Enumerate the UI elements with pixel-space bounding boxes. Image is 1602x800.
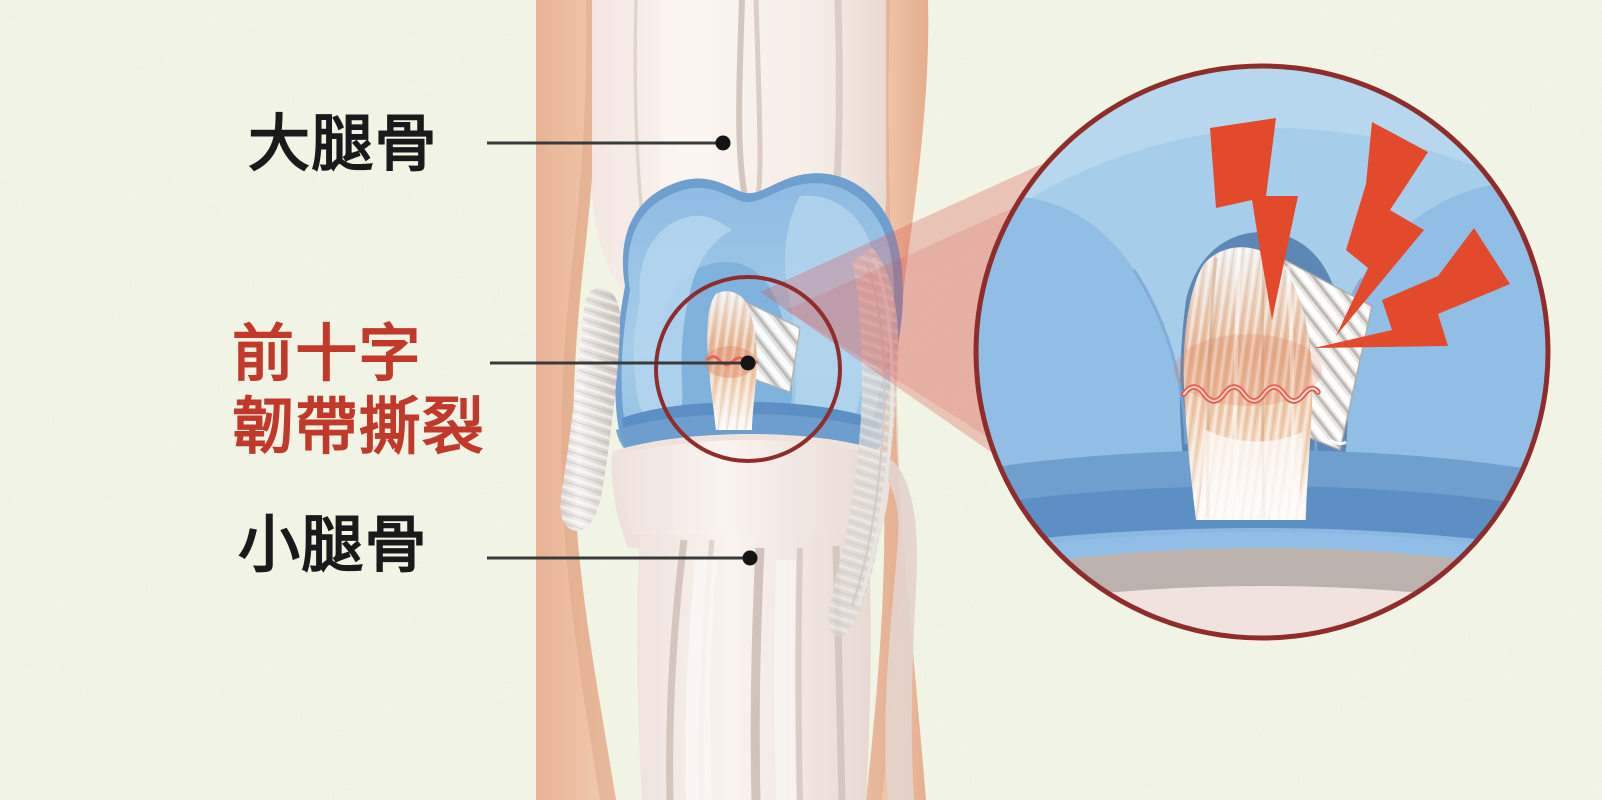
knee-detail-marker — [654, 275, 842, 463]
collateral-tendons — [560, 248, 899, 637]
label-acl-tear: 前十字 韌帶撕裂 — [232, 317, 485, 463]
leader-acl-tear — [490, 355, 756, 371]
tibia-bone — [611, 434, 917, 800]
acl-ligament-magnified — [1174, 247, 1322, 520]
pain-lightning-bolts — [1210, 118, 1510, 348]
magnified-acl-tear-inset — [973, 63, 1551, 641]
label-acl-tear-line2: 韌帶撕裂 — [232, 390, 485, 464]
leader-femur — [487, 135, 731, 151]
label-acl-tear-line1: 前十字 — [232, 317, 422, 390]
label-tibia: 小腿骨 — [238, 508, 428, 581]
label-femur: 大腿骨 — [248, 107, 438, 180]
leader-tibia — [487, 550, 758, 566]
